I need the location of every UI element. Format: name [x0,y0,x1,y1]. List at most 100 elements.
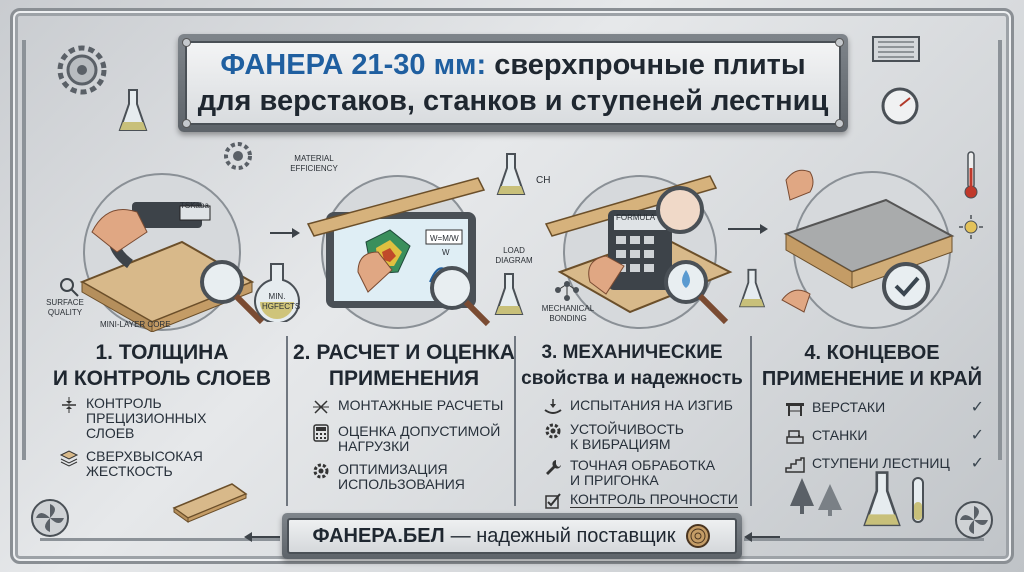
plywood-roll-icon [686,524,711,548]
gear-icon [542,422,564,440]
label-formula-w: W=M/W [430,234,459,243]
flask-icon [496,153,526,195]
check-icon: ✓ [970,455,984,472]
list-item: СТУПЕНИ ЛЕСТНИЦ ✓ [784,456,984,474]
outer-frame [10,8,1014,564]
sun-icon [959,215,983,239]
label-ch: CH [536,175,551,186]
molecule-icon [555,281,579,301]
list-item-text: ИСПЫТАНИЯ НА ИЗГИБ [570,397,733,413]
vent-grille-icon [872,36,920,62]
list-item-text: ТОЧНАЯ ОБРАБОТКА И ПРИГОНКА [570,457,716,488]
arrow-left-icon [244,532,280,542]
label-min-hgfects: MIN. HGFECTS [262,292,301,311]
illustration-calculator [544,175,733,329]
list-item: УСТОЙЧИВОСТЬ К ВИБРАЦИЯМ [542,422,738,452]
label-mini-layer-core: MINI-LAYER CORE [100,320,171,329]
column-2-list: МОНТАЖНЫЕ РАСЧЕТЫ ОЦЕНКА ДОПУСТИМОЙ НАГР… [310,398,503,500]
gear-icon [224,142,252,170]
list-item-text: СВЕРХВЫСОКАЯ ЖЕСТКОСТЬ [86,448,203,479]
list-item-text: МОНТАЖНЫЕ РАСЧЕТЫ [338,397,504,413]
illustration-micrometer [79,173,265,332]
column-divider [750,336,752,506]
column-divider [286,336,288,506]
label-tskaba: TSKaba [180,201,209,210]
page-title-line2: для верстаков, станков и ступеней лестни… [197,85,829,117]
mounting-calc-icon [310,398,332,416]
list-item: КОНТРОЛЬ ПРОЧНОСТИ [542,492,738,510]
pipe-left-vertical [22,40,26,460]
label-formula: FORMULA [616,213,656,222]
illustration-finished-board [781,169,955,329]
pipe-bottom-left [40,538,280,541]
list-item-text: КОНТРОЛЬ ПРОЧНОСТИ [570,491,738,508]
bolt-icon [182,38,191,47]
label-mechanical-bonding: MECHANICAL BONDING [541,304,595,323]
column-4-heading: 4. КОНЦЕВОЕ ПРИМЕНЕНИЕ И КРАЙ [761,342,983,390]
list-item: ОЦЕНКА ДОПУСТИМОЙ НАГРУЗКИ [310,424,503,454]
list-item: КОНТРОЛЬ ПРЕЦИЗИОННЫХ СЛОЕВ [58,396,207,441]
flask-icon [254,263,300,322]
footer-plate: ФАНЕРА.БЕЛ — надежный поставщик [282,513,742,559]
checkbox-icon [542,492,564,510]
flask-icon [738,268,766,308]
wrench-icon [542,458,564,476]
label-surface-quality: SURFACE QUALITY [46,298,84,317]
flask-icon [863,471,901,527]
arrow-left-icon [744,532,780,542]
gear-icon [310,462,332,480]
layer-thickness-icon [58,396,80,414]
list-item: СВЕРХВЫСОКАЯ ЖЕСТКОСТЬ [58,449,207,479]
arrow-right-icon [270,228,300,238]
gear-icon [57,45,107,95]
bolt-icon [835,119,844,128]
list-item: МОНТАЖНЫЕ РАСЧЕТЫ [310,398,503,416]
plywood-plank-icon [172,483,248,523]
bending-test-icon [542,398,564,416]
list-item-text: СТУПЕНИ ЛЕСТНИЦ [812,455,950,471]
check-icon: ✓ [970,427,984,444]
thermometer-icon [964,151,978,199]
arrow-right-icon [728,224,768,234]
check-icon: ✓ [970,399,984,416]
title-accent: ФАНЕРА 21-30 мм: [220,49,487,81]
column-divider [514,336,516,506]
test-tube-icon [912,477,924,523]
list-item: ТОЧНАЯ ОБРАБОТКА И ПРИГОНКА [542,458,738,488]
footer-brand: ФАНЕРА.БЕЛ [312,524,445,547]
footer-inner: ФАНЕРА.БЕЛ — надежный поставщик [287,518,737,554]
list-item-text: ОПТИМИЗАЦИЯ ИСПОЛЬЗОВАНИЯ [338,461,465,492]
page-title-line1: ФАНЕРА 21-30 мм: сверхпрочные плиты [220,47,805,83]
fan-icon [955,501,993,539]
column-1-heading: 1. ТОЛЩИНА И КОНТРОЛЬ СЛОЕВ [52,341,272,390]
title-rest: сверхпрочные плиты [486,49,806,81]
list-item: СТАНКИ ✓ [784,428,984,446]
workbench-icon [784,400,806,418]
label-load-diagram: LOAD DIAGRAM [495,246,533,265]
stacked-layers-icon [58,449,80,467]
pipe-right-vertical [998,40,1002,460]
list-item-text: УСТОЙЧИВОСТЬ К ВИБРАЦИЯМ [570,421,684,452]
label-material-efficiency: MATERIAL EFFICIENCY [290,154,338,173]
column-2-heading: 2. РАСЧЕТ И ОЦЕНКА ПРИМЕНЕНИЯ [293,341,515,390]
title-plate: ФАНЕРА 21-30 мм: сверхпрочные плиты для … [178,34,848,132]
column-1-list: КОНТРОЛЬ ПРЕЦИЗИОННЫХ СЛОЕВ СВЕРХВЫСОКАЯ… [58,396,207,487]
calculator-icon [310,424,332,442]
machine-icon [784,428,806,446]
list-item: ОПТИМИЗАЦИЯ ИСПОЛЬЗОВАНИЯ [310,462,503,492]
list-item: ВЕРСТАКИ ✓ [784,400,984,418]
list-item-text: ОЦЕНКА ДОПУСТИМОЙ НАГРУЗКИ [338,423,501,454]
list-item-text: ВЕРСТАКИ [812,399,886,415]
fan-icon [31,499,69,537]
column-4-list: ВЕРСТАКИ ✓ СТАНКИ ✓ СТУПЕНИ ЛЕСТНИЦ ✓ [784,400,984,482]
flask-icon [118,89,148,131]
footer-tagline: — надежный поставщик [450,524,676,547]
label-w: W [442,248,450,257]
pressure-gauge-icon [881,87,919,125]
bolt-icon [182,119,191,128]
list-item-text: СТАНКИ [812,427,868,443]
stairs-icon [784,456,806,474]
list-item: ИСПЫТАНИЯ НА ИЗГИБ [542,398,738,416]
pipe-bottom-right [744,538,984,541]
bolt-icon [835,38,844,47]
